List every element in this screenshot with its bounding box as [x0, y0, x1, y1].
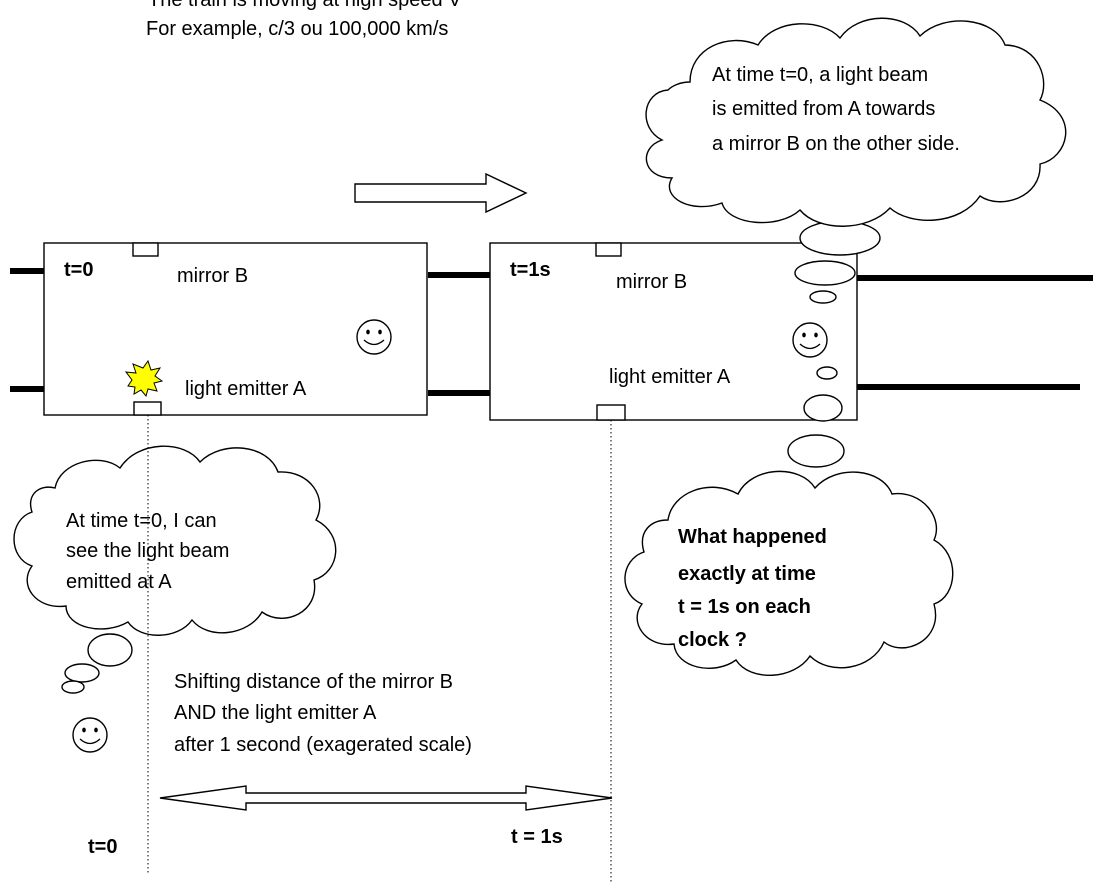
mirror-b-left: [132, 242, 159, 257]
header-line-1: The train is moving at high speed V: [148, 0, 462, 11]
cloud-right-line-3: t = 1s on each: [678, 596, 811, 618]
bottom-time-label-t0: t=0: [88, 836, 117, 858]
cloud-right-line-2: exactly at time: [678, 563, 816, 585]
train-car-right: t=1s mirror B light emitter A: [489, 242, 858, 421]
rails: [10, 268, 1093, 396]
emitter-a-right: [596, 404, 626, 421]
cloud-top-line-3: a mirror B on the other side.: [712, 133, 960, 155]
shift-note-line-1: Shifting distance of the mirror B: [174, 671, 453, 693]
time-label-right: t=1s: [510, 259, 551, 281]
cloud-right-line-1: What happened: [678, 526, 827, 548]
mirror-label-right: mirror B: [616, 271, 687, 293]
cloud-right-line-4: clock ?: [678, 629, 747, 651]
time-label-left: t=0: [64, 259, 93, 281]
light-flash-icon: [124, 359, 164, 398]
cloud-left-line-3: emitted at A: [66, 571, 172, 593]
shift-note-line-2: AND the light emitter A: [174, 702, 377, 724]
cloud-top-line-2: is emitted from A towards: [712, 98, 935, 120]
thought-bubbles-right: [787, 220, 881, 468]
emitter-label-left: light emitter A: [185, 378, 307, 400]
cloud-top-right: At time t=0, a light beam is emitted fro…: [645, 17, 1067, 227]
mirror-label-left: mirror B: [177, 265, 248, 287]
header-line-2: For example, c/3 ou 100,000 km/s: [146, 18, 448, 40]
smiley-face-icon: [72, 717, 108, 753]
mirror-b-right: [595, 242, 622, 257]
emitter-label-right: light emitter A: [609, 366, 731, 388]
shift-note-line-3: after 1 second (exagerated scale): [174, 734, 472, 756]
bottom-time-label-t1: t = 1s: [511, 826, 563, 848]
move-right-arrow-icon: [354, 172, 528, 214]
cloud-bottom-right: What happened exactly at time t = 1s on …: [624, 470, 954, 676]
emitter-a-left: [133, 401, 162, 416]
thought-bubbles-left: [61, 633, 133, 694]
train-car-left: t=0 mirror B light emitter A: [43, 242, 428, 416]
smiley-face-icon: [356, 319, 392, 355]
double-arrow-icon: [159, 785, 613, 811]
cloud-left-line-1: At time t=0, I can: [66, 510, 217, 532]
cloud-left: At time t=0, I can see the light beam em…: [13, 445, 337, 636]
smiley-face-icon: [792, 322, 828, 358]
cloud-top-line-1: At time t=0, a light beam: [712, 64, 928, 86]
